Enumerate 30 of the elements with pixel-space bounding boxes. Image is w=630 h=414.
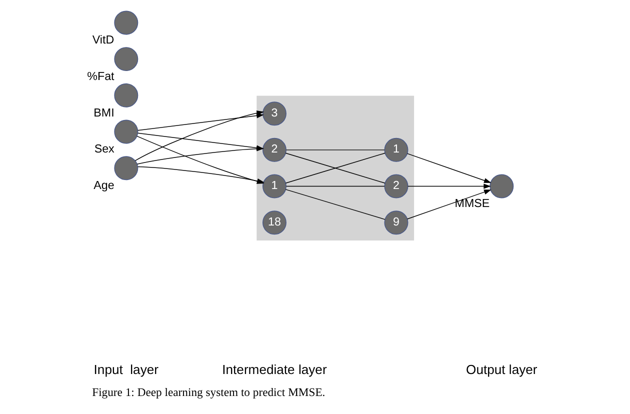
- node-circle: [114, 156, 138, 180]
- label: Intermediate layer: [222, 362, 327, 378]
- node-label: BMI: [94, 106, 114, 120]
- node-label: Sex: [94, 142, 114, 156]
- node-circle: [114, 120, 138, 144]
- node-label: Age: [94, 179, 114, 192]
- label: Output layer: [466, 362, 538, 378]
- label: Input layer: [94, 362, 159, 378]
- node-circle: 1: [384, 138, 408, 162]
- node-circle: 2: [262, 138, 286, 162]
- node-label: %Fat: [87, 70, 114, 83]
- node-circle: 9: [384, 210, 408, 235]
- node-circle: [490, 174, 514, 198]
- arrow: [138, 113, 264, 131]
- node-circle: 1: [262, 174, 286, 198]
- caption: Figure 1: Deep learning system to predict MMSE.: [92, 386, 326, 400]
- connector: [285, 189, 386, 220]
- node-circle: 2: [384, 174, 408, 198]
- node-label: VitD: [92, 34, 114, 47]
- node-circle: [114, 10, 138, 35]
- node-circle: [114, 47, 138, 72]
- node-label: MMSE: [454, 197, 490, 210]
- arrow: [408, 184, 491, 189]
- node-circle: [114, 83, 138, 108]
- connector: [285, 152, 386, 184]
- arrow: [406, 153, 492, 183]
- arrow: [406, 190, 492, 220]
- node-circle: 3: [262, 102, 286, 126]
- node-circle: 18: [262, 210, 286, 235]
- connector: [286, 186, 385, 187]
